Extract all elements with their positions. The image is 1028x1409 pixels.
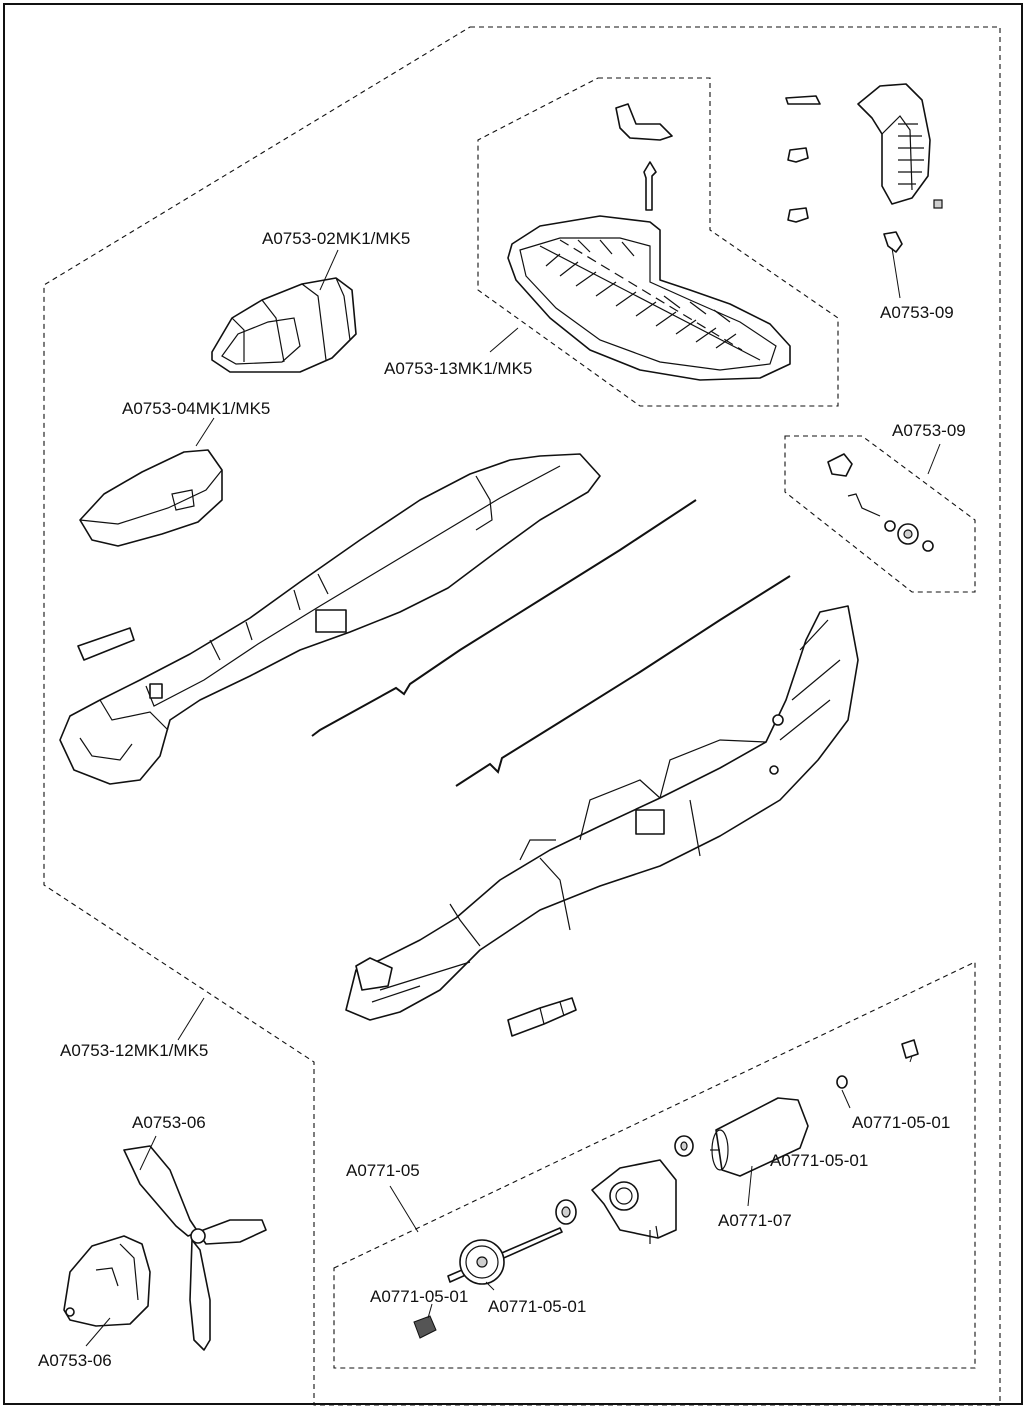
label-tail-set: A0753-13MK1/MK5 xyxy=(384,359,532,378)
gearbox-parts xyxy=(413,1039,919,1339)
gear-group-outline xyxy=(784,435,976,593)
propeller-part xyxy=(123,1145,267,1351)
label-propeller: A0753-06 xyxy=(132,1113,206,1132)
fuselage-group-outline xyxy=(43,26,1001,1406)
label-spinner: A0753-06 xyxy=(38,1351,112,1370)
gearbox-group-outline xyxy=(333,961,976,1369)
rudder-part xyxy=(857,83,931,205)
sheet-border xyxy=(3,3,1023,1405)
label-main-gear: A0771-05-01 xyxy=(488,1297,586,1316)
leader-lines xyxy=(85,247,941,1347)
label-gear-set: A0753-09 xyxy=(892,421,966,440)
fuselage-left-half-part xyxy=(59,453,601,785)
hatch-part xyxy=(79,449,223,547)
part-labels: A0753-02MK1/MK5 A0753-13MK1/MK5 A0753-09… xyxy=(38,229,966,1370)
horizontal-stabilizer-part xyxy=(507,215,791,381)
label-hatch: A0753-04MK1/MK5 xyxy=(122,399,270,418)
label-motor: A0771-07 xyxy=(718,1211,792,1230)
label-fuselage: A0753-12MK1/MK5 xyxy=(60,1041,208,1060)
fuselage-right-half-part xyxy=(345,605,859,1021)
pushrod-upper xyxy=(311,499,697,737)
canopy-part xyxy=(211,277,357,373)
label-pinion: A0771-05-01 xyxy=(370,1287,468,1306)
label-collet-nut: A0771-05-01 xyxy=(852,1113,950,1132)
label-gearbox-set: A0771-05 xyxy=(346,1161,420,1180)
label-canopy: A0753-02MK1/MK5 xyxy=(262,229,410,248)
tail-hardware-parts xyxy=(615,95,943,253)
label-washer: A0771-05-01 xyxy=(770,1151,868,1170)
nose-bracket-part xyxy=(507,997,577,1037)
label-tail-hardware: A0753-09 xyxy=(880,303,954,322)
tail-group-outline xyxy=(477,77,839,407)
spinner-part xyxy=(63,1235,151,1327)
pushrod-lower xyxy=(455,575,791,787)
gear-set-parts xyxy=(827,453,934,552)
